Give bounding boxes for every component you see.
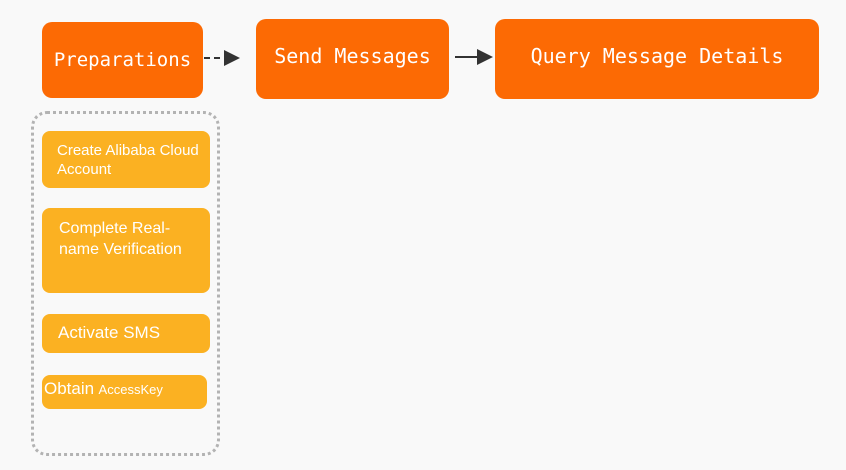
stage-preparations-label: Preparations (53, 49, 192, 71)
stage-send-messages: Send Messages (256, 19, 449, 99)
step-create-account: Create Alibaba Cloud Account (42, 131, 210, 188)
stage-query-label: Query Message Details (530, 44, 784, 68)
step-real-name-verification: Complete Real-name Verification (42, 208, 210, 293)
step-create-account-label: Create Alibaba Cloud Account (57, 142, 199, 178)
step-verification-label: Complete Real-name Verification (59, 220, 182, 258)
preparations-group (31, 111, 220, 456)
step-obtain-accesskey: Obtain AccessKey (42, 375, 207, 409)
step-activate-sms-label: Activate SMS (58, 323, 161, 342)
stage-query-message-details: Query Message Details (495, 19, 819, 99)
step-obtain-label: Obtain (44, 379, 95, 398)
stage-send-messages-label: Send Messages (274, 44, 431, 68)
step-activate-sms: Activate SMS (42, 314, 210, 353)
stage-preparations: Preparations (42, 22, 203, 98)
step-accesskey-label: AccessKey (98, 382, 163, 397)
